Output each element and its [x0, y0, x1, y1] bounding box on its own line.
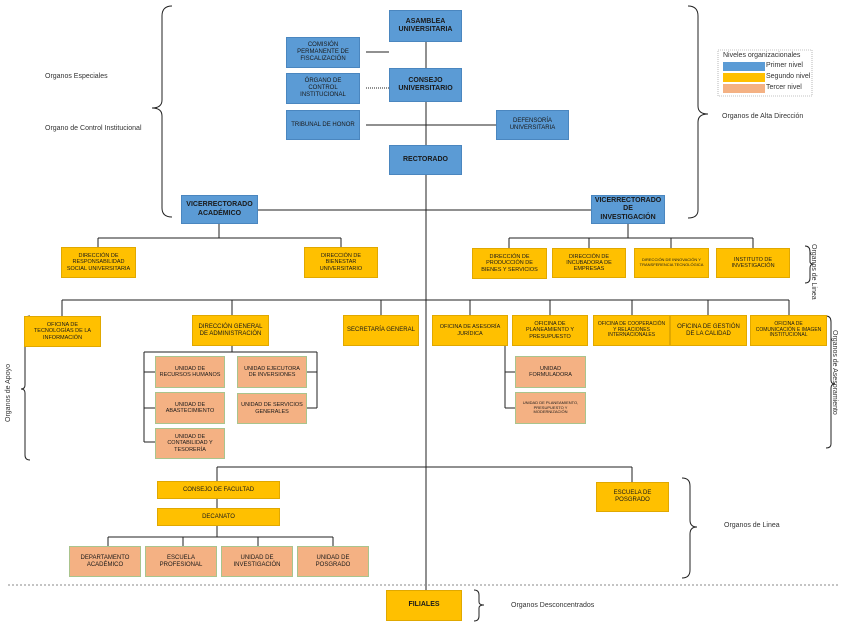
label-organos-apoyo: Organos de Apoyo: [5, 364, 12, 422]
unidad-planeamiento-node[interactable]: UNIDAD DE PLANEAMIENTO, PRESUPUESTO Y MO…: [515, 392, 586, 424]
unidad-ejecutora-node[interactable]: UNIDAD EJECUTORA DE INVERSIONES: [237, 356, 307, 388]
of-comunicacion-node[interactable]: OFICINA DE COMUNICACIÓN E IMAGEN INSTITU…: [750, 315, 827, 346]
consejo-universitario-node[interactable]: CONSEJO UNIVERSITARIO: [389, 68, 462, 102]
instituto-investigacion-node[interactable]: INSTITUTO DE INVESTIGACIÓN: [716, 248, 790, 278]
label-organo-control: Organo de Control Institucional: [45, 125, 142, 132]
legend-swatch-segundo: [723, 73, 765, 82]
dir-administracion-node[interactable]: DIRECCIÓN GENERAL DE ADMINISTRACIÓN: [192, 315, 269, 346]
asamblea-universitaria-node[interactable]: ASAMBLEA UNIVERSITARIA: [389, 10, 462, 42]
unidad-posgrado-node[interactable]: UNIDAD DE POSGRADO: [297, 546, 369, 577]
organo-control-node[interactable]: ÓRGANO DE CONTROL INSTITUCIONAL: [286, 73, 360, 104]
unidad-investigacion-node[interactable]: UNIDAD DE INVESTIGACIÓN: [221, 546, 293, 577]
of-asesoria-node[interactable]: OFICINA DE ASESORÍA JURÍDICA: [432, 315, 508, 346]
legend-label-primer: Primer nivel: [766, 62, 803, 69]
unidad-servicios-node[interactable]: UNIDAD DE SERVICIOS GENERALES: [237, 393, 307, 424]
legend-swatch-tercer: [723, 84, 765, 93]
unidad-formuladora-node[interactable]: UNIDAD FORMULADORA: [515, 356, 586, 388]
dir-responsabilidad-node[interactable]: DIRECCIÓN DE RESPONSABILIDAD SOCIAL UNIV…: [61, 247, 136, 278]
of-calidad-node[interactable]: OFICINA DE GESTIÓN DE LA CALIDAD: [670, 315, 747, 346]
unidad-abastecimiento-node[interactable]: UNIDAD DE ABASTECIMIENTO: [155, 392, 225, 424]
of-tecnologias-node[interactable]: OFICINA DE TECNOLOGÍAS DE LA INFORMACIÓN: [24, 316, 101, 347]
comision-fiscalizacion-node[interactable]: COMISIÓN PERMANENTE DE FISCALIZACIÓN: [286, 37, 360, 68]
label-desconcentrados: Organos Desconcentrados: [511, 602, 595, 609]
legend-title: Niveles organizacionales: [723, 52, 801, 59]
unidad-rrhh-node[interactable]: UNIDAD DE RECURSOS HUMANOS: [155, 356, 225, 388]
of-cooperacion-node[interactable]: OFICINA DE COOPERACIÓN Y RELACIONES INTE…: [593, 315, 670, 346]
label-organos-linea-vertical: Organos de Linea: [810, 244, 817, 300]
dir-bienestar-node[interactable]: DIRECCIÓN DE BIENESTAR UNIVERSITARIO: [304, 247, 378, 278]
legend-label-tercer: Tercer nivel: [766, 84, 802, 91]
consejo-facultad-node[interactable]: CONSEJO DE FACULTAD: [157, 481, 280, 499]
escuela-profesional-node[interactable]: ESCUELA PROFESIONAL: [145, 546, 217, 577]
of-planeamiento-node[interactable]: OFICINA DE PLANEAMIENTO Y PRESUPUESTO: [512, 315, 588, 346]
departamento-academico-node[interactable]: DEPARTAMENTO ACADÉMICO: [69, 546, 141, 577]
escuela-posgrado-node[interactable]: ESCUELA DE POSGRADO: [596, 482, 669, 512]
unidad-contabilidad-node[interactable]: UNIDAD DE CONTABILIDAD Y TESORERÍA: [155, 428, 225, 459]
dir-innovacion-node[interactable]: DIRECCIÓN DE INNOVACIÓN Y TRANSFERENCIA …: [634, 248, 709, 278]
decanato-node[interactable]: DECANATO: [157, 508, 280, 526]
dir-incubadora-node[interactable]: DIRECCIÓN DE INCUBADORA DE EMPRESAS: [552, 248, 626, 278]
label-organos-asesoramiento: Organos de Asesoramiento: [831, 330, 838, 415]
label-organos-especiales: Organos Especiales: [45, 73, 108, 80]
filiales-node[interactable]: FILIALES: [386, 590, 462, 621]
label-organos-linea-bottom: Organos de Linea: [724, 522, 780, 529]
label-alta-direccion: Organos de Alta Dirección: [722, 113, 804, 120]
rectorado-node[interactable]: RECTORADO: [389, 145, 462, 175]
tribunal-honor-node[interactable]: TRIBUNAL DE HONOR: [286, 110, 360, 140]
vicerrectorado-investigacion-node[interactable]: VICERRECTORADO DE INVESTIGACIÓN: [591, 195, 665, 224]
legend-swatch-primer: [723, 62, 765, 71]
legend-label-segundo: Segundo nivel: [766, 73, 811, 80]
defensoria-node[interactable]: DEFENSORÍA UNIVERSITARIA: [496, 110, 569, 140]
vicerrectorado-academico-node[interactable]: VICERRECTORADO ACADÉMICO: [181, 195, 258, 224]
dir-produccion-node[interactable]: DIRECCIÓN DE PRODUCCIÓN DE BIENES Y SERV…: [472, 248, 547, 279]
secretaria-general-node[interactable]: SECRETARÍA GENERAL: [343, 315, 419, 346]
